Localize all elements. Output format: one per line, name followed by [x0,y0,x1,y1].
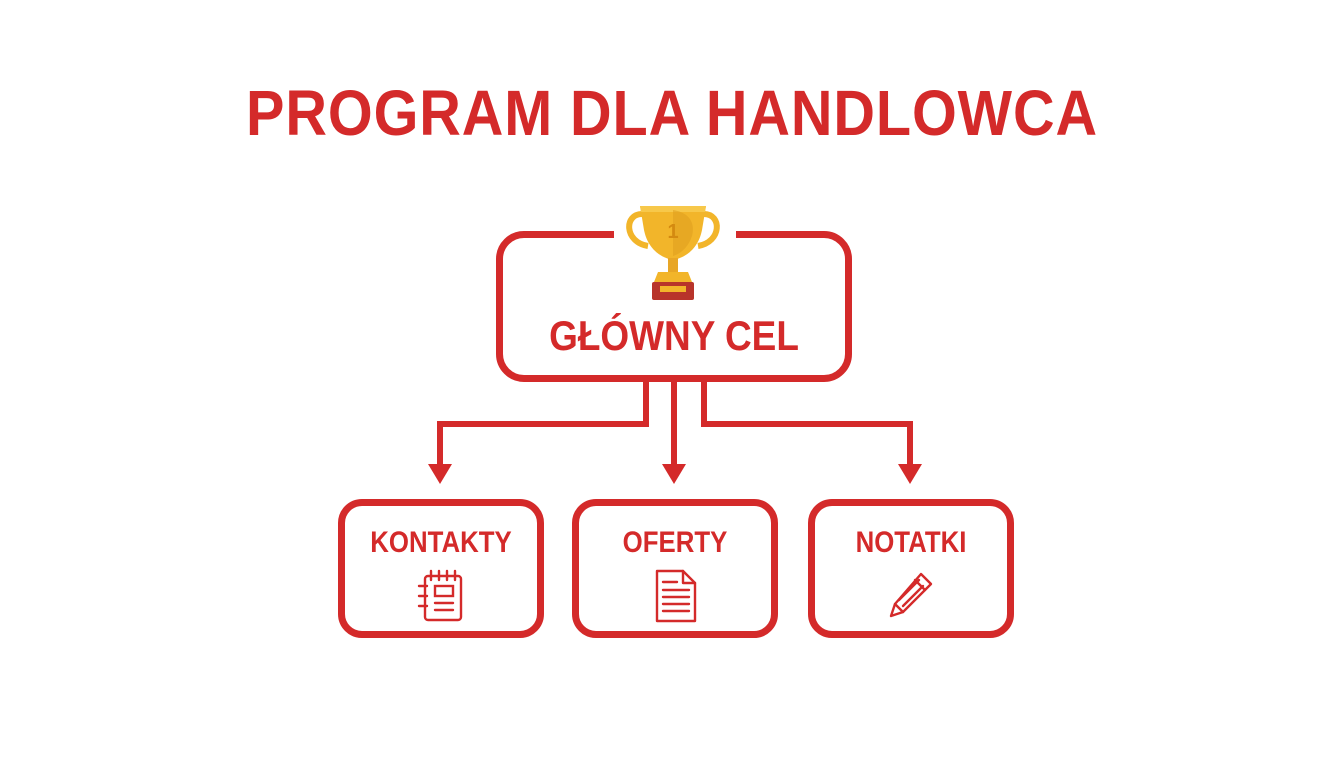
main-goal-label: GŁÓWNY CEL [549,312,799,359]
pencil-icon [889,572,933,618]
connector-right [701,382,913,468]
child-box-oferty: OFERTY [572,499,778,638]
child-label-oferty: OFERTY [622,526,728,559]
child-box-kontakty: KONTAKTY [338,499,544,638]
arrowhead-left [428,464,452,484]
trophy-number: 1 [667,221,678,243]
arrowhead-center [662,464,686,484]
child-box-notatki: NOTATKI [808,499,1014,638]
arrowhead-right [898,464,922,484]
child-label-kontakty: KONTAKTY [370,526,512,559]
trophy-icon: 1 [626,206,720,300]
document-icon [655,569,697,623]
child-label-notatki: NOTATKI [855,526,967,559]
connector-left [437,382,649,468]
page-title: PROGRAM DLA HANDLOWCA [246,77,1098,149]
notebook-icon [417,569,463,622]
